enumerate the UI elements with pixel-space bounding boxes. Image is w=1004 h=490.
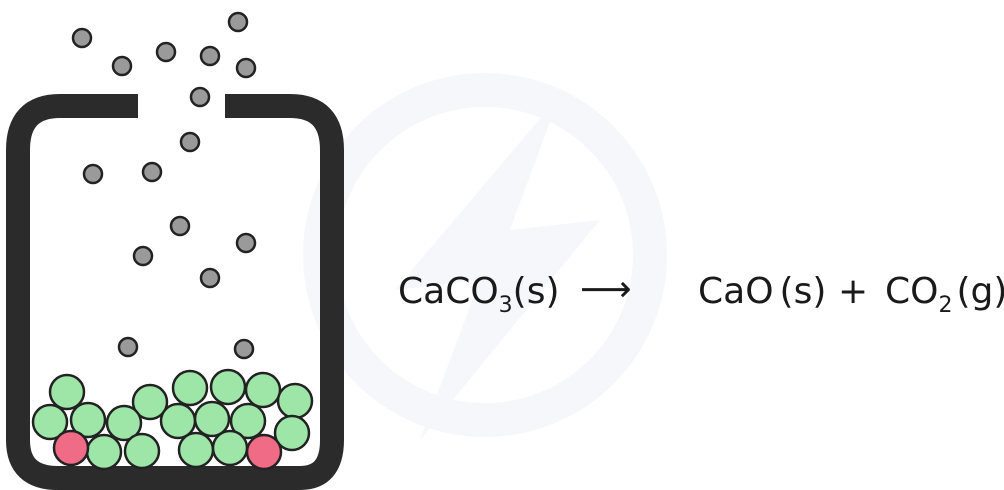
calcium-oxide-particle: [48, 373, 86, 411]
calcium-oxide-particle: [123, 432, 161, 470]
product-cao: CaO(s): [698, 271, 826, 312]
calcium-oxide-particle: [209, 368, 247, 406]
reactant-subscript: 3: [499, 293, 513, 318]
gas-particles: [71, 11, 257, 360]
calcium-carbonate-particle: [52, 429, 90, 467]
calcium-oxide-particle: [171, 369, 209, 407]
gas-particle: [199, 45, 221, 67]
calcium-oxide-particle: [69, 401, 107, 439]
calcium-oxide-particle: [244, 371, 282, 409]
gas-particle: [179, 131, 201, 153]
product-co2-subscript: 2: [938, 293, 952, 318]
calcium-carbonate-particle: [245, 433, 283, 471]
calcium-oxide-particle: [105, 404, 143, 442]
gas-particle: [82, 163, 104, 185]
calcium-oxide-particle: [31, 403, 69, 441]
solid-particles: [31, 368, 314, 471]
reactant-state: (s): [513, 271, 560, 312]
calcium-oxide-particle: [229, 402, 267, 440]
calcium-oxide-particle: [193, 400, 231, 438]
gas-particle: [155, 41, 177, 63]
calcium-oxide-particle: [85, 433, 123, 471]
product-co2: CO2(g): [885, 271, 1004, 318]
gas-particle: [117, 336, 139, 358]
plus-sign: +: [838, 271, 868, 312]
product-co2-state: (g): [956, 271, 1004, 312]
reaction-arrow: ⟶: [580, 269, 632, 310]
gas-particle: [233, 338, 255, 360]
gas-particle: [132, 245, 154, 267]
container-lip-right: [225, 94, 243, 118]
calcium-oxide-particle: [131, 383, 169, 421]
gas-particle: [235, 57, 257, 79]
calcium-oxide-particle: [177, 431, 215, 469]
gas-particle: [111, 55, 133, 77]
gas-particle: [169, 215, 191, 237]
gas-particle: [141, 161, 163, 183]
gas-particle: [199, 267, 221, 289]
calcium-oxide-particle: [211, 429, 249, 467]
calcium-oxide-particle: [276, 382, 314, 420]
chemical-equation: CaCO3(s) ⟶ CaO(s) + CO2(g): [398, 269, 1004, 318]
gas-particle: [71, 27, 93, 49]
container-wall: [6, 94, 344, 490]
calcium-oxide-particle: [273, 414, 311, 452]
reactant-formula: CaCO3(s): [398, 271, 560, 318]
gas-particle: [235, 232, 257, 254]
watermark-logo: [303, 73, 667, 440]
container-lip-left: [120, 94, 138, 118]
product-cao-state: (s): [780, 271, 827, 312]
open-container: [6, 94, 344, 490]
gas-particle: [189, 86, 211, 108]
gas-particle: [227, 11, 249, 33]
